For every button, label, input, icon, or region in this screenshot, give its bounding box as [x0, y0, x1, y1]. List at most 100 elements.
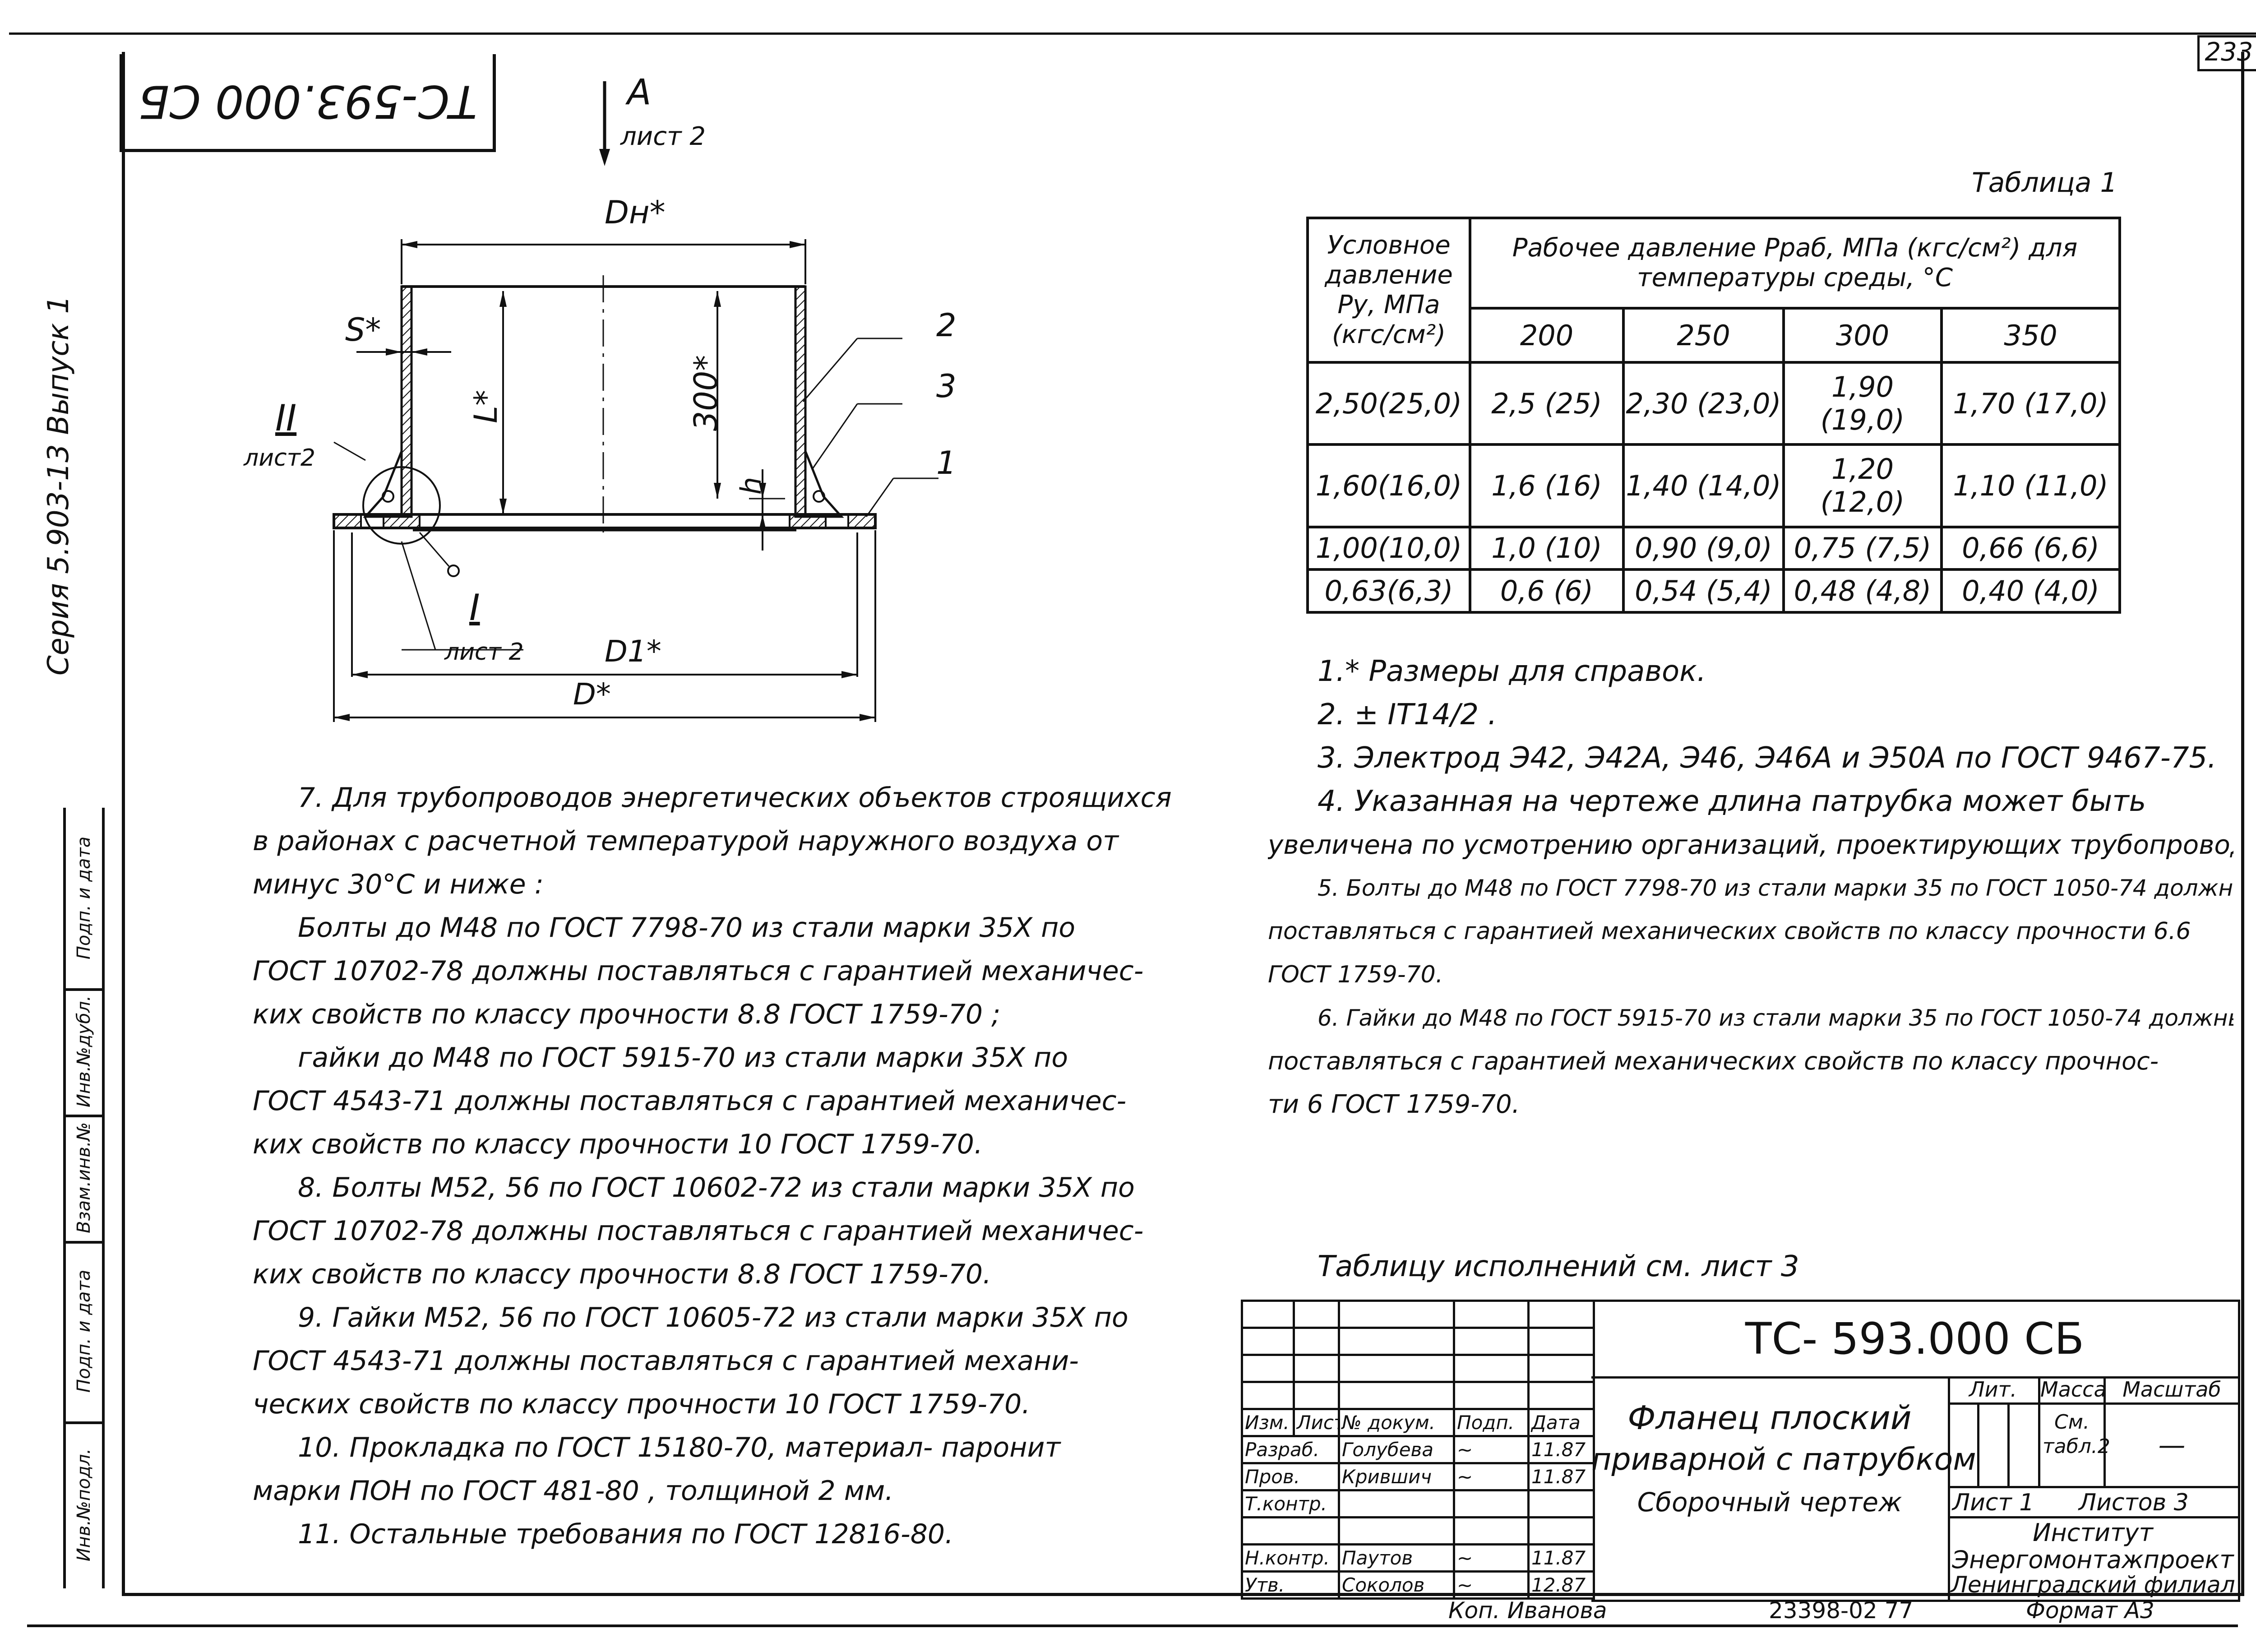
dim-l-label: L*	[467, 390, 504, 423]
table-cell: 0,54 (5,4)	[1622, 568, 1785, 614]
date-prov: 11.87	[1527, 1462, 1595, 1491]
top-stamp-text: ТС-593.000 СБ	[138, 75, 477, 128]
table-row: 0,63(6,3) 0,6 (6) 0,54 (5,4) 0,48 (4,8) …	[1306, 568, 2122, 614]
lit-divider	[2007, 1405, 2010, 1486]
note-line: 4. Указанная на чертеже длина патрубка м…	[1318, 785, 2146, 818]
sheet-number: Лист 1	[1952, 1489, 2034, 1516]
copied-by: Коп. Иванова	[1448, 1597, 1607, 1624]
note-line: ГОСТ 1759-70.	[1268, 961, 1443, 988]
note-line: в районах с расчетной температурой наруж…	[253, 825, 1119, 857]
sidebar-label: Подп. и дата	[74, 836, 94, 960]
title-line-2: приварной с патрубком	[1591, 1442, 1976, 1477]
signature: ~	[1453, 1435, 1530, 1464]
top-border-line	[9, 32, 2256, 35]
note-line: 9. Гайки М52, 56 по ГОСТ 10605-72 из ста…	[298, 1302, 1128, 1333]
table-cell: 1,0 (10)	[1469, 525, 1625, 571]
role-tkontr: Т.контр.	[1241, 1489, 1340, 1518]
node-ii-label: II	[275, 397, 297, 439]
lit-divider	[1977, 1405, 1979, 1486]
lit-header: Лит.	[1948, 1376, 2040, 1405]
main-frame	[122, 52, 2244, 1596]
note-line: 11. Остальные требования по ГОСТ 12816-8…	[298, 1518, 954, 1550]
table1-temp-header: 300	[1782, 307, 1943, 364]
node-ii-sheet: лист2	[244, 444, 315, 472]
name-utv: Соколов	[1338, 1570, 1455, 1600]
table-row: 1,60(16,0) 1,6 (16) 1,40 (14,0) 1,20 (12…	[1306, 443, 2122, 528]
note-line: минус 30°С и ниже :	[253, 869, 544, 900]
dim-h-text: h	[735, 477, 768, 495]
signature: ~	[1453, 1543, 1530, 1573]
note-line: ГОСТ 10702-78 должны поставляться с гара…	[253, 955, 1144, 987]
note-line: 3. Электрод Э42, Э42А, Э46, Э46А и Э50А …	[1318, 741, 2217, 775]
note-line: поставляться с гарантией механических св…	[1268, 918, 2191, 945]
note-line: 10. Прокладка по ГОСТ 15180-70, материал…	[298, 1432, 1061, 1463]
sidebar-cell: Подп. и дата	[66, 808, 102, 991]
date-razrab: 11.87	[1527, 1435, 1595, 1464]
note-line: 2. ± IT14/2 .	[1318, 698, 1497, 731]
sidebar-label: Инв.№подл.	[74, 1448, 94, 1562]
node-i-label: I	[469, 587, 480, 629]
format-label: Формат А3	[2026, 1597, 2154, 1624]
table1-caption: Таблица 1	[1972, 167, 2117, 199]
hdr-podp: Подп.	[1453, 1408, 1530, 1437]
sidebar-label: Инв.№дубл.	[74, 995, 94, 1108]
note-line: ческих свойств по классу прочности 10 ГО…	[253, 1388, 1031, 1420]
hdr-izm: Изм.	[1241, 1408, 1295, 1437]
sheets-row-line	[1948, 1516, 2238, 1518]
role-prov: Пров.	[1241, 1462, 1340, 1491]
callout-2: 2	[936, 307, 957, 344]
lit-cells	[1948, 1405, 2040, 1488]
note-line: ких свойств по классу прочности 8.8 ГОСТ…	[253, 999, 1001, 1030]
note-line: поставляться с гарантией механических св…	[1268, 1047, 2159, 1075]
massa-header: Масса	[2040, 1376, 2107, 1405]
hdr-ndoc: № докум.	[1338, 1408, 1455, 1437]
masshtab-header: Масштаб	[2106, 1376, 2238, 1405]
table-cell: 2,5 (25)	[1469, 361, 1625, 446]
table-cell: 0,90 (9,0)	[1622, 525, 1785, 571]
series-label: Серия 5.903-13 Выпуск 1	[42, 295, 75, 676]
table-cell: 0,75 (7,5)	[1782, 525, 1943, 571]
dim-d1-label: D1*	[605, 634, 661, 669]
note-line: 5. Болты до М48 по ГОСТ 7798-70 из стали…	[1318, 875, 2233, 901]
date-nkontr: 11.87	[1527, 1543, 1595, 1573]
note-line: увеличена по усмотрению организаций, про…	[1268, 829, 2233, 860]
note-line: марки ПОН по ГОСТ 481-80 , толщиной 2 мм…	[253, 1475, 894, 1507]
table-cell: 1,00(10,0)	[1306, 525, 1471, 571]
notes-right: 1.* Размеры для справок. 2. ± IT14/2 . 3…	[1268, 650, 2233, 1126]
view-arrow-icon	[599, 81, 610, 166]
table1-col0-header: Условное давление Ру, МПа (кгс/см²)	[1306, 217, 1471, 364]
sidebar-label: Взам.инв.№	[74, 1122, 94, 1234]
title-line-3: Сборочный чертеж	[1637, 1487, 1902, 1518]
name-razrab: Голубева	[1338, 1435, 1455, 1464]
table-cell: 1,6 (16)	[1469, 443, 1625, 528]
flange-drawing	[333, 239, 938, 722]
table-cell: 0,63(6,3)	[1306, 568, 1471, 614]
role-utv: Утв.	[1241, 1570, 1340, 1600]
note-line: ГОСТ 4543-71 должны поставляться с гаран…	[253, 1345, 1079, 1377]
note-line: ких свойств по классу прочности 8.8 ГОСТ…	[253, 1259, 992, 1290]
table-cell: 2,30 (23,0)	[1622, 361, 1785, 446]
callout-1: 1	[936, 444, 957, 481]
table-cell: 1,70 (17,0)	[1940, 361, 2122, 446]
note-line: ГОСТ 4543-71 должны поставляться с гаран…	[253, 1085, 1127, 1117]
dim-300-text: 300*	[687, 355, 725, 431]
table-cell: 1,20 (12,0)	[1782, 443, 1943, 528]
table-cell: 0,48 (4,8)	[1782, 568, 1943, 614]
table-row: 2,50(25,0) 2,5 (25) 2,30 (23,0) 1,90 (19…	[1306, 361, 2122, 446]
note-line: 8. Болты М52, 56 по ГОСТ 10602-72 из ста…	[298, 1172, 1135, 1203]
sidebar-label: Подп. и дата	[74, 1269, 94, 1393]
table-cell: 0,66 (6,6)	[1940, 525, 2122, 571]
dim-s-label: S*	[345, 311, 381, 348]
table-cell: 0,6 (6)	[1469, 568, 1625, 614]
doc-code: ТС- 593.000 СБ	[1591, 1302, 2238, 1379]
table-cell: 2,50(25,0)	[1306, 361, 1471, 446]
note-line: ких свойств по классу прочности 10 ГОСТ …	[253, 1129, 983, 1160]
page-number: 233	[2197, 35, 2256, 71]
dim-l-text: L*	[467, 390, 504, 423]
variants-reference: Таблицу исполнений см. лист 3	[1318, 1250, 1799, 1283]
view-letter: А	[627, 72, 652, 113]
massa-cell	[2040, 1405, 2106, 1488]
table-cell: 1,90 (19,0)	[1782, 361, 1943, 446]
revision-grid: Изм. Лист № докум. Подп. Дата Разраб. Го…	[1241, 1300, 1595, 1600]
